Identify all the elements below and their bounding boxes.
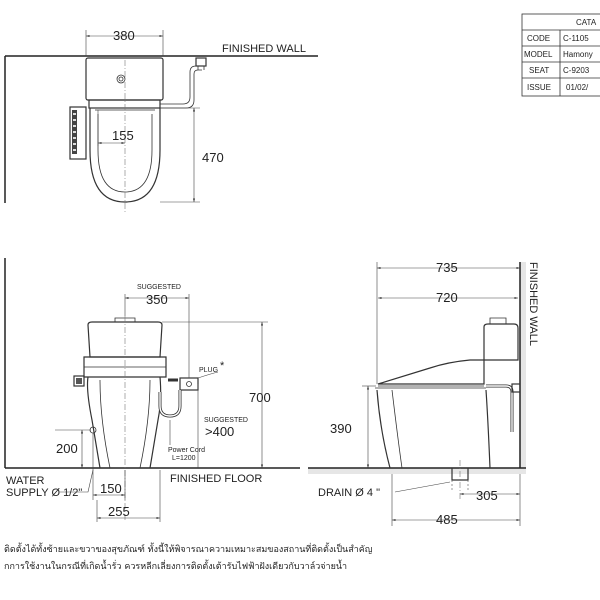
top-finished-wall-label: FINISHED WALL <box>222 43 306 55</box>
top-view: FINISHED WALL <box>4 28 318 214</box>
side-hose <box>486 384 514 432</box>
drain-label: DRAIN Ø 4 " <box>318 487 380 499</box>
catalog-row-value: C-1105 <box>563 34 589 43</box>
plug-star: * <box>220 360 225 372</box>
suggested-label-2: SUGGESTED <box>204 417 248 424</box>
power-plug-icon <box>179 377 199 391</box>
installation-notes: ติดตั้งได้ทั้งซ้ายและขวาของสุขภัณฑ์ ทั้ง… <box>4 542 373 572</box>
front-dim-center-offset: 255 <box>108 504 130 519</box>
suggested-label-1: SUGGESTED <box>137 284 181 291</box>
control-panel <box>69 106 87 160</box>
flush-button-icon <box>116 74 126 84</box>
note-line-2: กการใช้งานในกรณีที่เกิดน้ำรั่ว ควรหลีกเล… <box>4 559 347 572</box>
supply-hose-top <box>160 65 202 105</box>
catalog-header: CATA <box>576 18 597 27</box>
catalog-row-label: ISSUE <box>527 83 551 92</box>
top-dim-depth: 470 <box>202 150 224 165</box>
side-tank <box>483 323 519 361</box>
tank-top <box>85 57 164 101</box>
water-supply-label-2: SUPPLY Ø 1/2" <box>6 487 82 499</box>
power-cord-length: L=1200 <box>172 455 196 462</box>
side-view: FINISHED WALL DRAIN Ø 4 " 735 720 390 <box>308 260 539 527</box>
top-dim-width: 380 <box>113 28 135 43</box>
side-dim-seat-height: 390 <box>330 421 352 436</box>
front-dim-plug-offset: 350 <box>146 292 168 307</box>
top-dim-seat-offset: 155 <box>112 128 134 143</box>
front-dim-supply-offset: 150 <box>100 481 122 496</box>
side-dim-bowl-depth: 720 <box>436 290 458 305</box>
catalog-row-value: 01/02/ <box>566 83 589 92</box>
angle-valve-top <box>195 57 207 67</box>
side-dim-total-depth: 735 <box>436 260 458 275</box>
side-finished-wall-label: FINISHED WALL <box>527 262 539 346</box>
seat-hinge <box>88 99 161 109</box>
finished-floor-label: FINISHED FLOOR <box>170 473 262 485</box>
side-seat <box>377 359 485 385</box>
side-bowl <box>376 389 491 469</box>
side-dim-bottom-depth: 485 <box>436 512 458 527</box>
side-dim-drain-offset: 305 <box>476 488 498 503</box>
plug-label: PLUG <box>199 367 218 374</box>
front-dim-height: 700 <box>249 390 271 405</box>
front-view: FINISHED FLOOR PLUG * Power Cord L=1200 <box>4 258 300 522</box>
bowl-outline <box>89 108 161 203</box>
front-tank <box>87 321 163 358</box>
catalog-row-label: MODEL <box>524 50 553 59</box>
front-seat <box>83 356 167 378</box>
catalog-row-value: Hamony <box>563 50 593 59</box>
note-line-1: ติดตั้งได้ทั้งซ้ายและขวาของสุขภัณฑ์ ทั้ง… <box>4 542 373 555</box>
catalog-row-label: CODE <box>527 34 550 43</box>
power-cord-label: Power Cord <box>168 447 205 454</box>
catalog-row-value: C-9203 <box>563 66 590 75</box>
front-dim-supply-height: 200 <box>56 441 78 456</box>
catalog-row-label: SEAT <box>529 66 549 75</box>
water-supply-label-1: WATER <box>6 475 45 487</box>
catalog-table: CATA CODE C-1105 MODEL Hamony SEAT C-920… <box>521 13 600 97</box>
front-dim-plug-height: >400 <box>205 424 234 439</box>
